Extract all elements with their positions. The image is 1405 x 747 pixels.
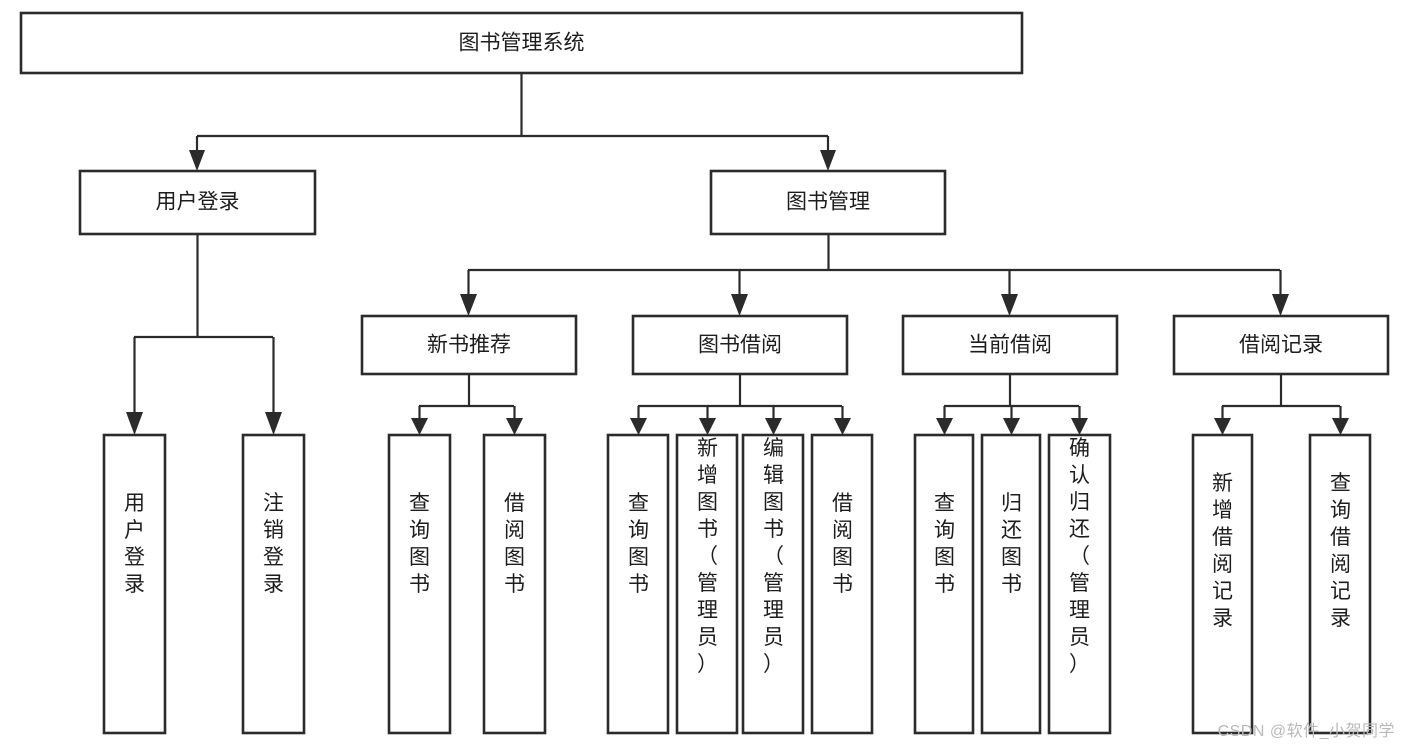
node-leaf-borrow-query[interactable]: 查询图书 bbox=[606, 433, 670, 735]
node-leaf-record-add-label: 新增借阅记录 bbox=[1212, 472, 1233, 630]
node-root-label: 图书管理系统 bbox=[459, 32, 585, 55]
node-leaf-newbook-query-label: 查询图书 bbox=[409, 492, 430, 596]
node-leaf-record-query-box[interactable] bbox=[1308, 433, 1372, 735]
arrow-leaf-borrow-borrow bbox=[834, 418, 851, 435]
node-borrow-record-label: 借阅记录 bbox=[1239, 334, 1323, 357]
arrow-to-book-borrow bbox=[731, 294, 748, 316]
arrow-leaf-newbook-query bbox=[411, 418, 428, 435]
node-leaf-record-query-label: 查询借阅记录 bbox=[1330, 472, 1351, 630]
arrow-leaf-logout bbox=[265, 412, 282, 435]
node-leaf-current-confirm-box[interactable] bbox=[1047, 433, 1112, 735]
node-leaf-current-return[interactable]: 归还图书 bbox=[980, 433, 1042, 735]
node-leaf-newbook-query[interactable]: 查询图书 bbox=[387, 433, 452, 735]
node-book-borrow-label: 图书借阅 bbox=[698, 334, 782, 357]
arrow-leaf-record-add bbox=[1214, 418, 1231, 435]
arrow-leaf-borrow-edit bbox=[765, 418, 782, 435]
node-user-login-label: 用户登录 bbox=[156, 191, 240, 214]
node-book-manage-label: 图书管理 bbox=[786, 191, 870, 214]
node-leaf-borrow-add-label: 新增图书（管理员） bbox=[697, 437, 718, 676]
node-borrow-record-box[interactable] bbox=[1172, 314, 1390, 376]
node-leaf-record-add-box[interactable] bbox=[1191, 433, 1254, 735]
arrow-leaf-user-login bbox=[126, 412, 143, 435]
node-leaf-borrow-edit-box[interactable] bbox=[741, 433, 805, 735]
node-leaf-borrow-query-label: 查询图书 bbox=[628, 492, 649, 596]
node-leaf-user-login-label: 用户登录 bbox=[124, 492, 145, 596]
arrow-leaf-record-query bbox=[1332, 418, 1349, 435]
node-book-manage-box[interactable] bbox=[709, 169, 947, 236]
arrow-leaf-current-confirm bbox=[1071, 418, 1088, 435]
node-borrow-record[interactable]: 借阅记录 bbox=[1172, 314, 1390, 376]
node-leaf-current-confirm-label: 确认归还（管理员） bbox=[1069, 437, 1090, 676]
node-current-borrow-box[interactable] bbox=[901, 314, 1119, 376]
node-new-book-recommend-label: 新书推荐 bbox=[427, 334, 511, 357]
node-leaf-borrow-query-box[interactable] bbox=[606, 433, 670, 735]
node-root[interactable]: 图书管理系统 bbox=[19, 11, 1024, 75]
node-new-book-recommend-box[interactable] bbox=[360, 314, 578, 376]
node-book-borrow-box[interactable] bbox=[631, 314, 849, 376]
node-leaf-borrow-edit[interactable]: 编辑图书（管理员） bbox=[741, 433, 805, 735]
arrow-leaf-current-query bbox=[936, 418, 953, 435]
node-root-box[interactable] bbox=[19, 11, 1024, 75]
node-leaf-borrow-add-box[interactable] bbox=[675, 433, 739, 735]
node-leaf-borrow-edit-label: 编辑图书（管理员） bbox=[763, 437, 784, 676]
node-current-borrow-label: 当前借阅 bbox=[968, 334, 1052, 357]
node-leaf-borrow-borrow-box[interactable] bbox=[810, 433, 874, 735]
node-book-borrow[interactable]: 图书借阅 bbox=[631, 314, 849, 376]
node-leaf-borrow-borrow-label: 借阅图书 bbox=[832, 492, 853, 596]
arrow-to-user-login bbox=[189, 150, 205, 171]
node-leaf-logout-label: 注销登录 bbox=[263, 492, 284, 596]
arrow-leaf-current-return bbox=[1003, 418, 1020, 435]
node-leaf-newbook-borrow-box[interactable] bbox=[482, 433, 547, 735]
arrow-to-current-borrow bbox=[1001, 294, 1018, 316]
connector-layer bbox=[126, 73, 1349, 435]
node-leaf-newbook-borrow-label: 借阅图书 bbox=[504, 492, 525, 596]
node-leaf-logout-box[interactable] bbox=[241, 433, 306, 735]
arrow-to-book-manage bbox=[820, 150, 836, 171]
node-leaf-record-query[interactable]: 查询借阅记录 bbox=[1308, 433, 1372, 735]
node-leaf-newbook-borrow[interactable]: 借阅图书 bbox=[482, 433, 547, 735]
node-book-manage[interactable]: 图书管理 bbox=[709, 169, 947, 236]
node-leaf-borrow-borrow[interactable]: 借阅图书 bbox=[810, 433, 874, 735]
arrow-leaf-newbook-borrow bbox=[506, 418, 523, 435]
arrow-to-new-book-rec bbox=[460, 294, 477, 316]
arrow-to-borrow-record bbox=[1272, 294, 1289, 316]
node-leaf-user-login-box[interactable] bbox=[102, 433, 167, 735]
arrow-leaf-borrow-add bbox=[699, 418, 716, 435]
arrow-leaf-borrow-query bbox=[630, 418, 647, 435]
node-leaf-current-return-label: 归还图书 bbox=[1001, 492, 1022, 596]
node-user-login[interactable]: 用户登录 bbox=[78, 169, 317, 236]
node-leaf-newbook-query-box[interactable] bbox=[387, 433, 452, 735]
node-leaf-user-login[interactable]: 用户登录 bbox=[102, 433, 167, 735]
node-leaf-current-query[interactable]: 查询图书 bbox=[913, 433, 975, 735]
node-new-book-recommend[interactable]: 新书推荐 bbox=[360, 314, 578, 376]
node-leaf-logout[interactable]: 注销登录 bbox=[241, 433, 306, 735]
node-leaf-borrow-add[interactable]: 新增图书（管理员） bbox=[675, 433, 739, 735]
node-leaf-current-query-label: 查询图书 bbox=[934, 492, 955, 596]
node-leaf-record-add[interactable]: 新增借阅记录 bbox=[1191, 433, 1254, 735]
node-leaf-current-query-box[interactable] bbox=[913, 433, 975, 735]
node-leaf-current-return-box[interactable] bbox=[980, 433, 1042, 735]
node-user-login-box[interactable] bbox=[78, 169, 317, 236]
node-leaf-current-confirm[interactable]: 确认归还（管理员） bbox=[1047, 433, 1112, 735]
node-current-borrow[interactable]: 当前借阅 bbox=[901, 314, 1119, 376]
